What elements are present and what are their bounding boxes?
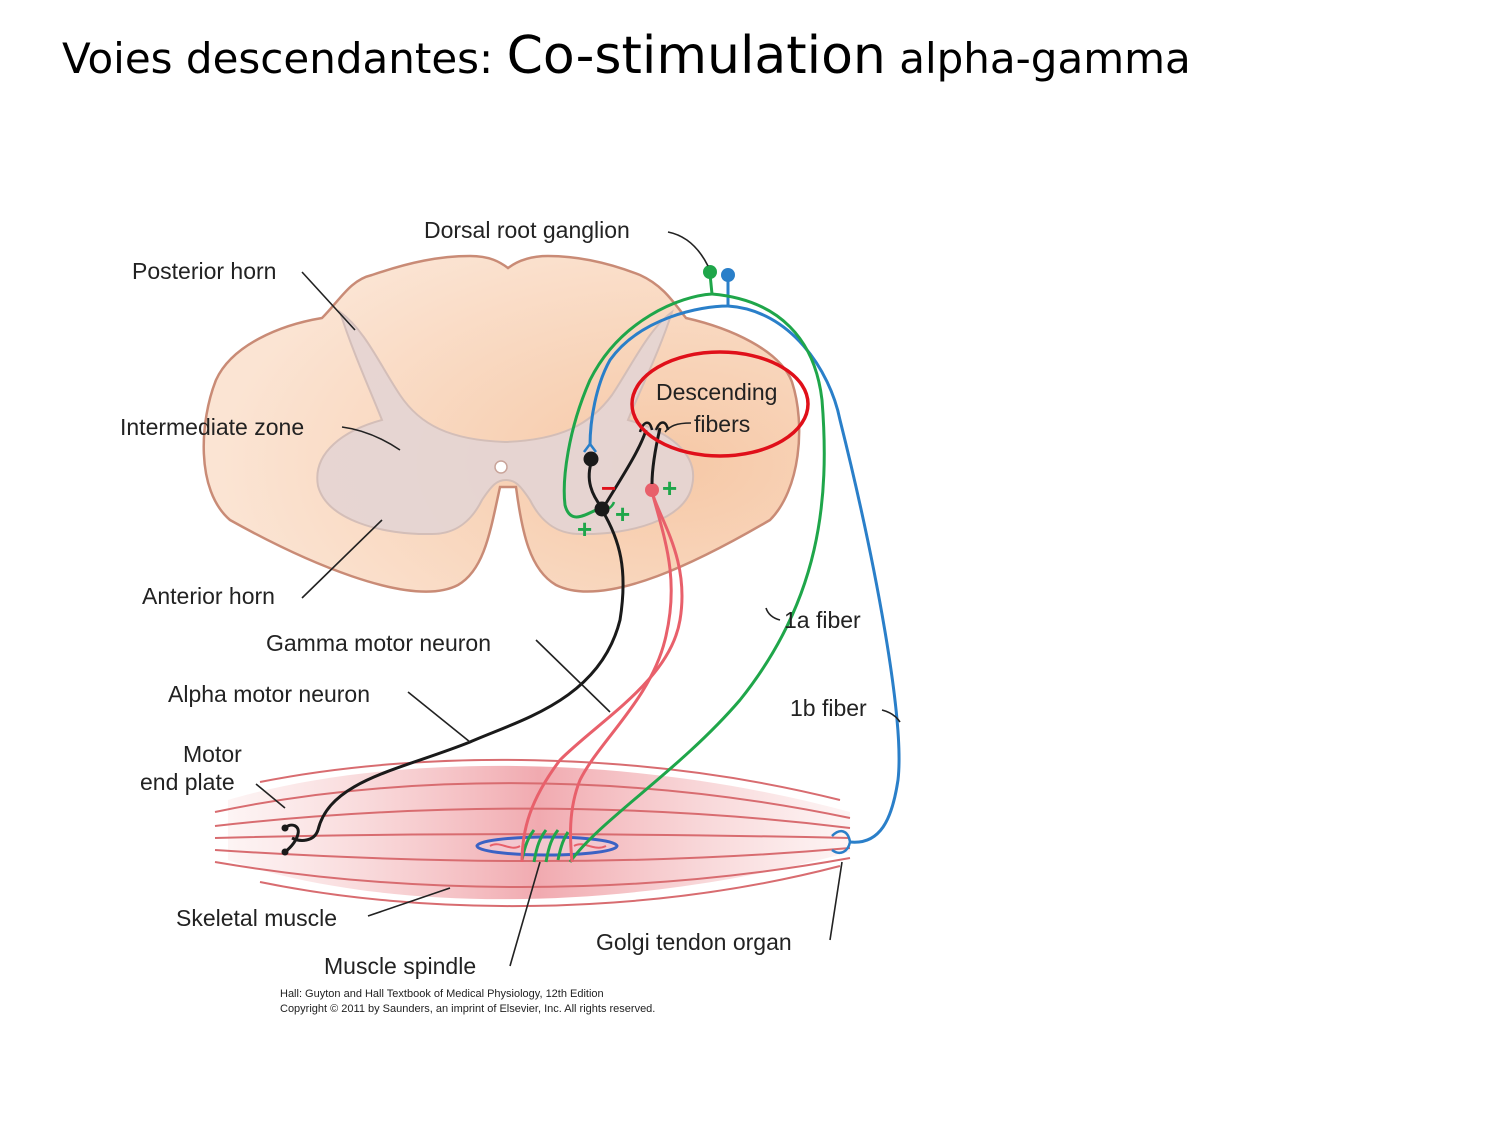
leader-lines [255,231,901,967]
excitatory-sign-alpha: + [615,499,630,529]
figure-credit-line1: Hall: Guyton and Hall Textbook of Medica… [280,988,604,1000]
inhibitory-sign: − [601,473,616,503]
label-anterior-horn: Anterior horn [142,583,275,609]
label-golgi-tendon-organ: Golgi tendon organ [596,929,792,955]
label-motor-end-plate-line1: Motor [183,741,242,767]
label-intermediate-zone: Intermediate zone [120,414,304,440]
label-descending-line1: Descending [656,379,777,405]
label-muscle-spindle: Muscle spindle [324,953,476,979]
descending-and-alpha-paths [281,421,670,856]
gamma-motor-neuron-path [520,483,684,863]
central-canal [494,460,508,474]
excitatory-sign-gamma: + [662,473,677,503]
label-dorsal-root-ganglion: Dorsal root ganglion [424,217,630,243]
title-part-costimulation: Co-stimulation [506,26,886,86]
label-posterior-horn: Posterior horn [132,258,276,284]
fiber-1a-path [562,265,826,863]
excitatory-sign-1a: + [577,514,592,544]
label-motor-end-plate-line2: end plate [140,769,235,795]
label-descending-line2: fibers [694,411,750,437]
slide-title: Voies descendantes: Co-stimulation alpha… [62,26,1191,86]
label-1a-fiber: 1a fiber [784,607,861,633]
title-part-descending: Voies descendantes: [62,34,507,83]
muscle-spindle-capsule [475,829,619,863]
figure-credit-line2: Copyright © 2011 by Saunders, an imprint… [280,1003,655,1015]
skeletal-muscle-body [214,758,851,908]
label-alpha-motor-neuron: Alpha motor neuron [168,681,370,707]
label-skeletal-muscle: Skeletal muscle [176,905,337,931]
descending-fibers-highlight [630,350,810,458]
spinal-cord [202,254,801,593]
label-gamma-motor-neuron: Gamma motor neuron [266,630,491,656]
title-part-alpha-gamma: alpha-gamma [885,34,1191,83]
label-1b-fiber: 1b fiber [790,695,867,721]
gray-matter [316,309,695,536]
